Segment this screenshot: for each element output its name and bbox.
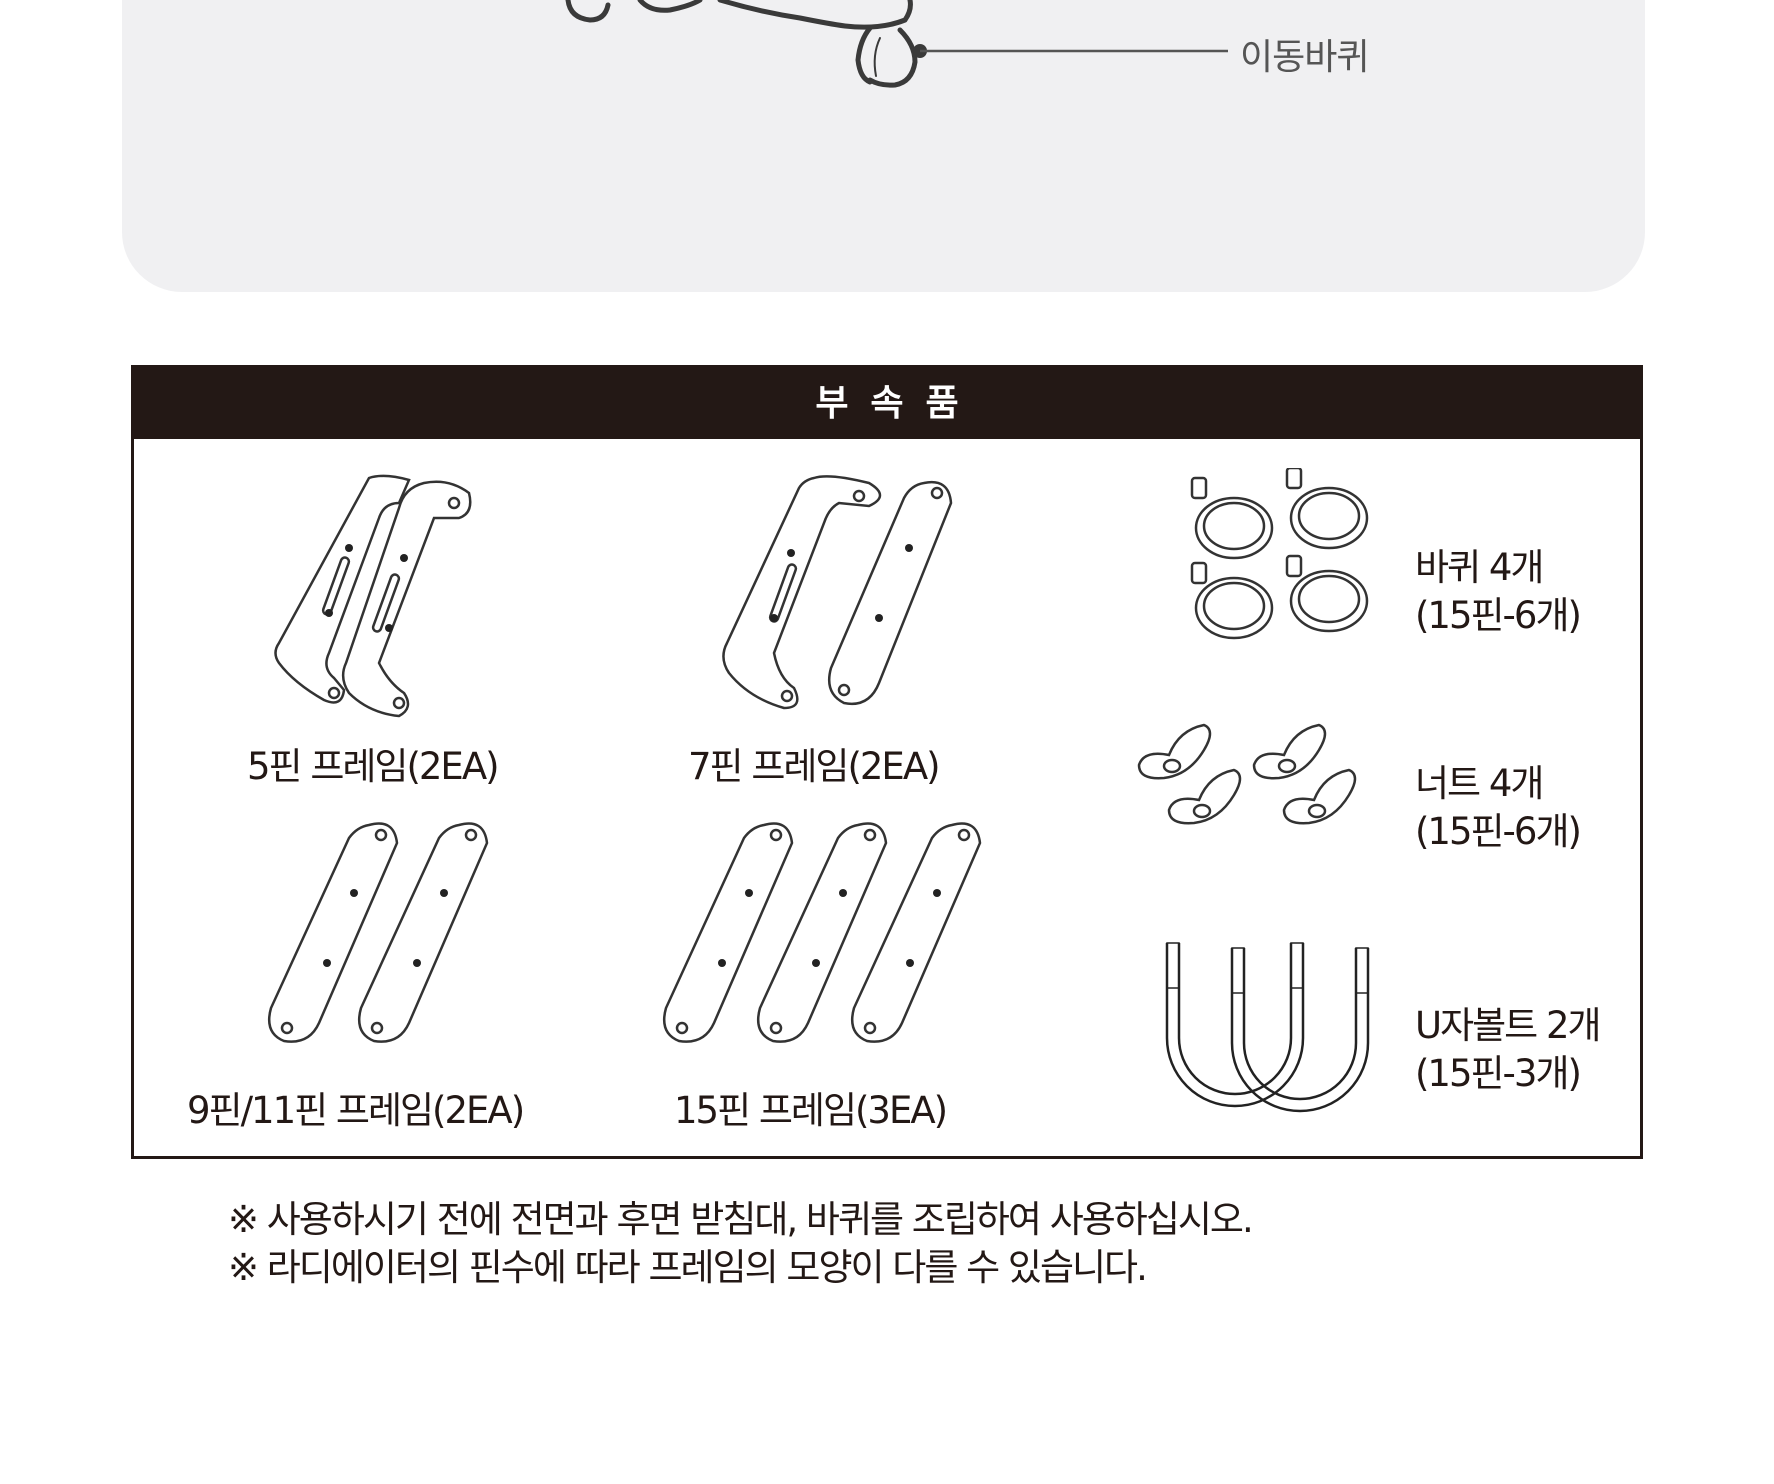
accessories-box: 부속품 5핀 프레임(2EA) 7핀 프레임(2EA) [131, 365, 1643, 1159]
item-label-9-11pin-frame: 9핀/11핀 프레임(2EA) [187, 1089, 525, 1132]
u-bolt-sub: (15핀-3개) [1415, 1052, 1582, 1095]
note-frame-shape: ※ 라디에이터의 핀수에 따라 프레임의 모양이 다를 수 있습니다. [228, 1246, 1148, 1289]
item-label-7pin-frame: 7핀 프레임(2EA) [688, 745, 941, 788]
caster-wheel-callout-label: 이동바퀴 [1240, 37, 1369, 78]
nut-sub: (15핀-6개) [1415, 810, 1582, 853]
wheel-illustration [1190, 468, 1369, 640]
9-11pin-frame-illustration [267, 822, 489, 1043]
note-assembly: ※ 사용하시기 전에 전면과 후면 받침대, 바퀴를 조립하여 사용하십시오. [228, 1198, 1254, 1241]
5pin-frame-illustration [274, 474, 472, 718]
7pin-frame-illustration [722, 475, 953, 710]
accessories-title: 부속품 [134, 368, 1640, 439]
item-label-u-bolt: U자볼트 2개 (15핀-3개) [1415, 1002, 1602, 1098]
caster-wheel-illustration [565, 0, 1228, 88]
product-illustration-panel [122, 0, 1645, 292]
wheel-sub: (15핀-6개) [1415, 594, 1582, 637]
item-label-5pin-frame: 5핀 프레임(2EA) [247, 745, 500, 788]
u-bolt-count: U자볼트 2개 [1415, 1004, 1602, 1047]
nut-count: 너트 4개 [1415, 762, 1544, 805]
item-label-wheel: 바퀴 4개 (15핀-6개) [1415, 544, 1582, 640]
wheel-count: 바퀴 4개 [1415, 546, 1544, 589]
u-bolt-illustration [1165, 942, 1370, 1113]
15pin-frame-illustration [662, 822, 982, 1043]
wing-nut-illustration [1137, 723, 1357, 825]
usage-notes: ※ 사용하시기 전에 전면과 후면 받침대, 바퀴를 조립하여 사용하십시오. … [228, 1196, 1254, 1292]
item-label-nut: 너트 4개 (15핀-6개) [1415, 760, 1582, 856]
item-label-15pin-frame: 15핀 프레임(3EA) [674, 1089, 948, 1132]
